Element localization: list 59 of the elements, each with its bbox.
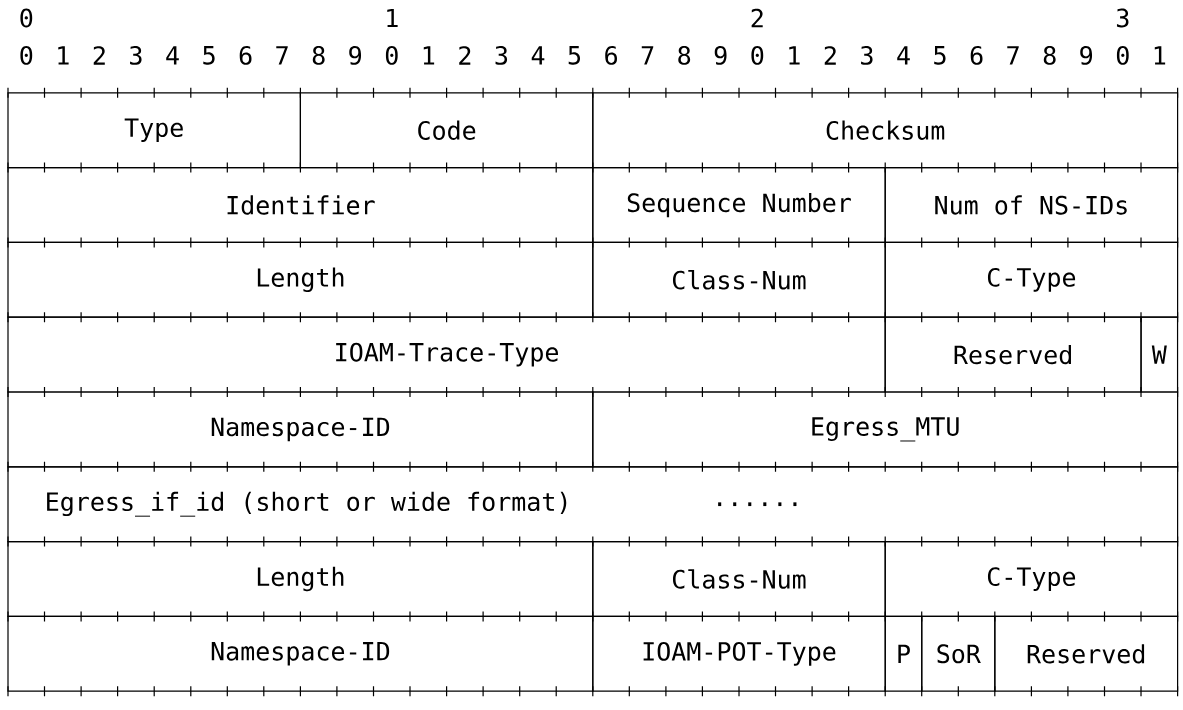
- bit-number: 5: [203, 46, 215, 65]
- field-box: Namespace-ID: [7, 391, 594, 468]
- bit-number: 3: [861, 45, 873, 65]
- field-box: C-Type: [884, 541, 1179, 617]
- field-box: Namespace-ID: [7, 615, 594, 692]
- field-box: Identifier: [7, 167, 594, 243]
- bit-number: 0: [20, 8, 33, 28]
- bit-number: 9: [714, 45, 727, 65]
- bit-number: 5: [934, 46, 946, 65]
- field-box: Code: [299, 92, 594, 169]
- bit-number: 0: [1116, 45, 1129, 65]
- bit-number: 9: [1080, 45, 1093, 65]
- field-box: Checksum: [592, 92, 1179, 169]
- bit-number: 2: [751, 8, 763, 28]
- bit-number: 1: [423, 46, 435, 65]
- field-box: SoR: [921, 615, 996, 692]
- field-box: W: [1140, 316, 1179, 393]
- field-box: Length: [7, 541, 594, 617]
- field-box: Num of NS-IDs: [884, 167, 1179, 243]
- bit-number: 1: [387, 8, 398, 28]
- bit-number: 2: [459, 46, 471, 65]
- bit-number: 2: [93, 46, 105, 65]
- bit-number: 6: [239, 45, 252, 65]
- bit-number: 4: [897, 46, 910, 65]
- bit-number: 8: [678, 45, 691, 65]
- bit-number: 1: [789, 46, 800, 65]
- field-box: C-Type: [884, 241, 1179, 318]
- field-box: Class-Num: [592, 541, 886, 617]
- bit-number: 1: [1154, 46, 1166, 65]
- field-box: IOAM-Trace-Type: [7, 316, 886, 393]
- field-box: Class-Num: [592, 241, 886, 318]
- bit-number: 9: [349, 45, 362, 65]
- field-box: Reserved: [884, 316, 1142, 393]
- bit-number: 8: [312, 45, 325, 65]
- bit-number: 4: [531, 46, 545, 65]
- bit-number: 0: [751, 45, 764, 65]
- bit-number: 7: [1007, 46, 1019, 65]
- bit-number: 1: [58, 46, 69, 65]
- field-box: IOAM-POT-Type: [592, 615, 886, 692]
- bit-number: 0: [385, 45, 398, 65]
- field-box: Egress_if_id (short or wide format) ......: [7, 466, 1179, 543]
- bit-number: 7: [276, 46, 288, 65]
- bit-number: 3: [1116, 8, 1129, 28]
- field-box: Egress_MTU: [592, 391, 1179, 468]
- bit-number: 6: [605, 45, 617, 65]
- bit-number: 3: [130, 45, 142, 65]
- bit-number: 3: [495, 45, 508, 65]
- field-box: Type: [7, 92, 301, 169]
- bit-number: 8: [1043, 45, 1056, 65]
- bit-number: 6: [970, 45, 983, 65]
- field-box: Length: [7, 241, 594, 318]
- bit-number: 2: [824, 46, 836, 65]
- field-box: P: [884, 615, 923, 692]
- field-box: Reserved: [994, 615, 1179, 692]
- bit-number: 5: [568, 46, 581, 65]
- bit-number: 4: [166, 46, 179, 65]
- bit-number: 7: [641, 46, 654, 65]
- field-box: Sequence Number: [592, 167, 886, 243]
- bit-number: 0: [20, 45, 33, 65]
